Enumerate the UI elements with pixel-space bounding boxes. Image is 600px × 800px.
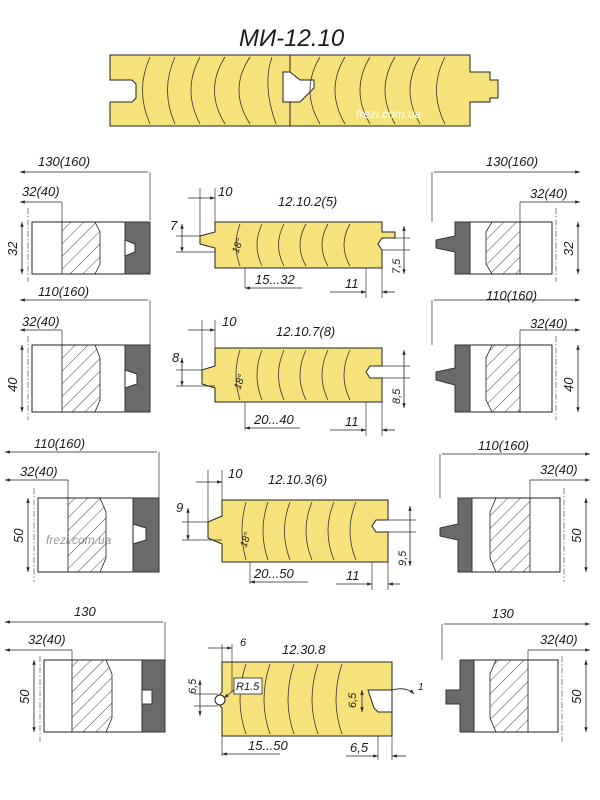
- profile-1-range: 15...32: [255, 272, 296, 287]
- right-cutter-3-outer-dia: 110(160): [478, 438, 529, 453]
- profile-1-dim-right: 7,5: [391, 258, 403, 274]
- profile-3-code: 12.10.3(6): [268, 472, 327, 487]
- right-cutter-1: 130(160) 32(40) 32: [431, 154, 580, 282]
- profile-4-dim-top: 6: [240, 637, 247, 649]
- profile-3-dim-left: 9: [176, 500, 183, 515]
- profile-2-code: 12.10.7(8): [276, 324, 335, 339]
- header-board-grain: [142, 56, 446, 125]
- left-cutter-2-outer-dia: 110(160): [38, 284, 89, 299]
- profile-4: 12.30.8 6 6,5 R1.5 6,5 1 15...50 6,5: [187, 637, 424, 760]
- profile-3-dim-bottom: 11: [346, 568, 360, 583]
- profile-4-radius: R1.5: [236, 681, 260, 693]
- left-cutter-3-height: 50: [11, 528, 26, 543]
- profile-3-angle: 18°: [238, 531, 254, 549]
- profile-1-dim-bottom: 11: [345, 276, 359, 291]
- profile-1-code: 12.10.2(5): [278, 194, 337, 209]
- profile-3: 12.10.3(6) 18° 10 9 20...50 11 9,5: [176, 466, 416, 590]
- profile-3-dim-right: 9,5: [397, 550, 409, 566]
- right-cutter-2: 110(160) 32(40) 40: [431, 288, 580, 420]
- right-cutter-3-bore-dia: 32(40): [540, 462, 578, 477]
- profile-1-dim-top: 10: [218, 184, 233, 199]
- profile-4-dim-bottom: 6,5: [350, 740, 369, 755]
- left-cutter-2-bore-dia: 32(40): [22, 314, 60, 329]
- left-cutter-4-bore-dia: 32(40): [28, 632, 66, 647]
- left-cutter-4-outer-dia: 130: [74, 604, 96, 619]
- right-cutter-1-outer-dia: 130(160): [486, 154, 538, 169]
- right-cutter-4-bore-dia: 32(40): [540, 632, 578, 647]
- left-cutter-3: 110(160) 32(40) 50 frezi.com.ua: [5, 436, 160, 582]
- left-cutter-1-height: 32: [5, 241, 20, 256]
- right-cutter-2-outer-dia: 110(160): [486, 288, 537, 303]
- profile-1-dim-left: 7: [170, 218, 178, 233]
- left-cutter-1-outer-dia: 130(160): [38, 154, 90, 169]
- header-board: frezi.com.ua: [109, 54, 499, 127]
- left-cutter-3-bore-dia: 32(40): [20, 464, 58, 479]
- left-cutter-2: 110(160) 32(40) 40: [5, 284, 151, 420]
- right-cutter-1-bore-dia: 32(40): [530, 186, 568, 201]
- profile-1: 12.10.2(5) 18° 10 7 15...32 11 7,5: [170, 184, 410, 298]
- right-cutter-1-height: 32: [561, 241, 576, 256]
- profile-1-angle: 18°: [230, 237, 246, 255]
- right-cutter-2-bore-dia: 32(40): [530, 316, 568, 331]
- left-cutter-1-bore-dia: 32(40): [22, 184, 60, 199]
- profile-2-dim-left: 8: [172, 350, 180, 365]
- watermark: frezi.com.ua: [356, 107, 422, 121]
- profile-4-dim-left: 6,5: [187, 678, 199, 694]
- right-cutter-3-height: 50: [569, 528, 584, 543]
- profile-2-dim-top: 10: [222, 314, 237, 329]
- left-cutter-4-height: 50: [17, 689, 32, 704]
- drawing-title: МИ-12.10: [239, 25, 345, 52]
- right-cutter-2-height: 40: [561, 377, 576, 392]
- left-cutter-1: 130(160) 32(40) 32: [5, 154, 151, 282]
- right-cutter-4-outer-dia: 130: [492, 606, 514, 621]
- left-cutter-3-outer-dia: 110(160): [34, 436, 85, 451]
- profile-4-range: 15...50: [248, 738, 289, 753]
- profile-3-range: 20...50: [253, 566, 295, 581]
- profile-3-dim-top: 10: [228, 466, 243, 481]
- left-cutter-2-height: 40: [5, 377, 20, 392]
- profile-4-corner: 1: [418, 682, 424, 693]
- profile-2-dim-right: 8,5: [391, 388, 403, 404]
- left-cutter-4: 130 32(40) 50: [5, 604, 166, 742]
- profile-2-dim-bottom: 11: [345, 414, 359, 429]
- profile-4-inner: 6,5: [347, 692, 359, 708]
- right-cutter-4: 130 32(40) 50: [441, 606, 590, 742]
- profile-4-code: 12.30.8: [282, 642, 326, 657]
- right-cutter-3: 110(160) 32(40) 50: [439, 438, 590, 582]
- profile-2-angle: 18°: [232, 373, 248, 391]
- profile-2: 12.10.7(8) 18° 10 8 20...40 11 8,5: [172, 314, 410, 436]
- right-cutter-4-height: 50: [569, 689, 584, 704]
- profile-2-range: 20...40: [253, 412, 295, 427]
